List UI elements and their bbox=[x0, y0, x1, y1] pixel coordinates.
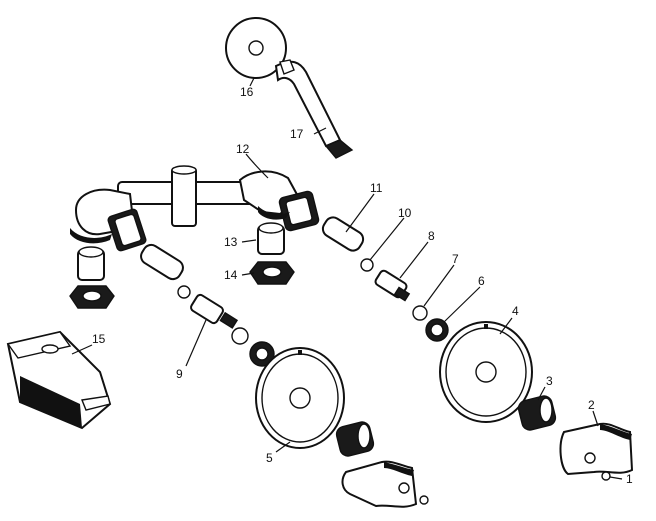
part-screw-left bbox=[419, 495, 429, 505]
callout-7: 7 bbox=[452, 252, 459, 266]
part-8-stem bbox=[374, 269, 411, 302]
part-5-escutcheon bbox=[255, 347, 345, 449]
part-10-washer bbox=[360, 258, 374, 272]
callout-6: 6 bbox=[478, 274, 485, 288]
callout-3: 3 bbox=[546, 374, 553, 388]
part-4-escutcheon bbox=[439, 321, 533, 423]
part-ring-left bbox=[249, 341, 275, 367]
callout-2: 2 bbox=[588, 398, 595, 412]
part-6-ring bbox=[425, 318, 449, 342]
callout-4: 4 bbox=[512, 304, 519, 318]
part-handle-left bbox=[341, 460, 418, 508]
part-1-screw bbox=[601, 471, 611, 481]
part-11-sleeve bbox=[321, 216, 365, 252]
part-seat-left bbox=[231, 327, 249, 345]
part-16-shower-flange bbox=[225, 17, 287, 79]
callout-labels: 1 2 3 4 5 6 7 8 9 10 11 12 13 14 15 16 1… bbox=[92, 85, 633, 486]
part-12-valve-body bbox=[70, 165, 320, 252]
part-7-seat bbox=[412, 305, 428, 321]
callout-8: 8 bbox=[428, 229, 435, 243]
callout-11: 11 bbox=[370, 181, 383, 195]
part-sleeve-left bbox=[140, 243, 184, 281]
callout-12: 12 bbox=[236, 142, 250, 156]
part-2-handle bbox=[559, 422, 634, 476]
callout-16: 16 bbox=[240, 85, 254, 99]
part-9-stem bbox=[190, 293, 239, 329]
part-13-adapter bbox=[257, 222, 285, 255]
part-14-hex-nut bbox=[249, 261, 295, 285]
part-cap-left bbox=[335, 421, 375, 457]
callout-17: 17 bbox=[290, 127, 304, 141]
callout-15: 15 bbox=[92, 332, 106, 346]
callout-14: 14 bbox=[224, 268, 238, 282]
part-washer-left bbox=[177, 285, 191, 299]
part-14-hex-nut-left bbox=[69, 285, 115, 309]
callout-9: 9 bbox=[176, 367, 183, 381]
leader-lines bbox=[71, 77, 623, 480]
part-3-cap bbox=[517, 395, 557, 431]
callout-10: 10 bbox=[398, 206, 412, 220]
part-13-adapter-left bbox=[77, 246, 105, 281]
callout-13: 13 bbox=[224, 235, 238, 249]
callout-1: 1 bbox=[626, 472, 633, 486]
callout-5: 5 bbox=[266, 451, 273, 465]
part-15-tub-spout bbox=[6, 330, 112, 430]
part-17-shower-arm bbox=[274, 59, 354, 159]
